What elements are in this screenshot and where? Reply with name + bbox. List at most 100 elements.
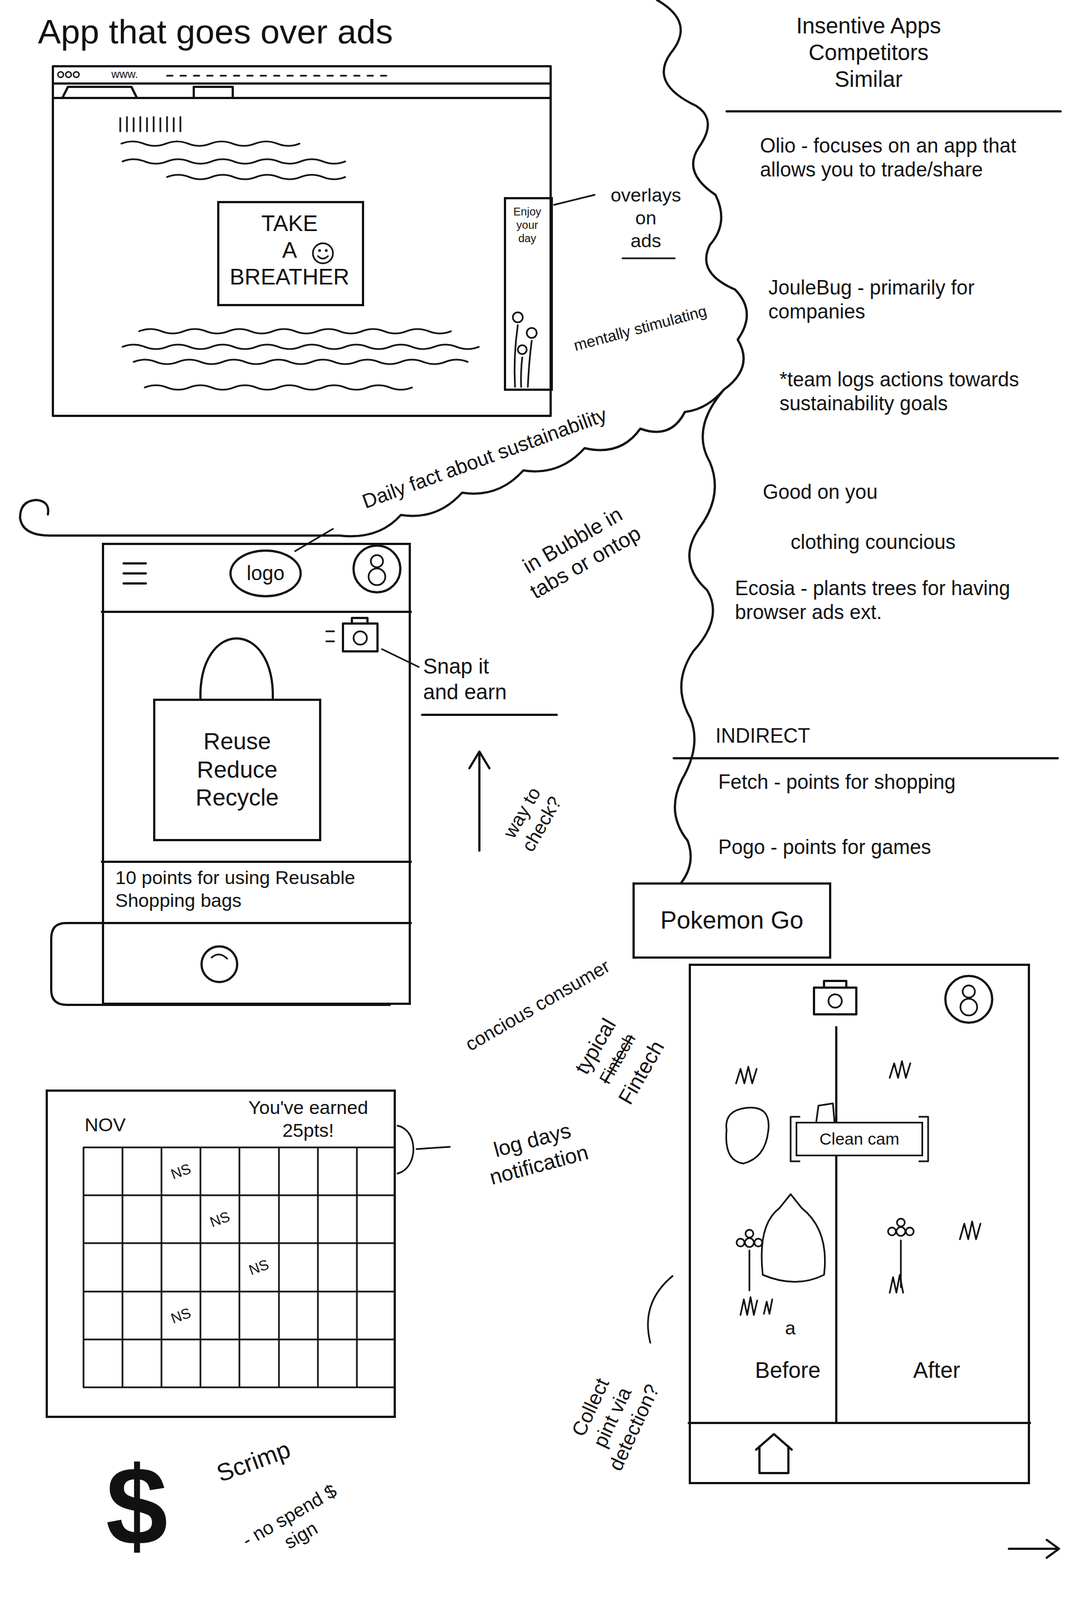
- camera-marks: [326, 631, 335, 642]
- callout-bracket: [397, 1125, 450, 1174]
- node-text: Before: [754, 1356, 833, 1384]
- shutter-button: [201, 946, 238, 983]
- node-text: logo: [236, 561, 296, 586]
- section-rule: [673, 757, 1058, 760]
- note-text: INDIRECT: [715, 723, 883, 748]
- node-text: After: [913, 1356, 992, 1384]
- note-text: in Bubble in tabs or ontop: [503, 493, 655, 610]
- camera-icon: [342, 618, 378, 652]
- nav-rule: [688, 1421, 1031, 1425]
- node-text: TAKE A BREATHER: [219, 209, 360, 291]
- note-text: NS: [168, 1160, 194, 1184]
- reference-box: Pokemon Go: [632, 882, 832, 959]
- flower-head: [736, 1229, 763, 1248]
- note-text: way to check?: [493, 775, 570, 861]
- node-text: You've earned 25pts!: [231, 1096, 385, 1142]
- note-text: Scrimp: [212, 1434, 295, 1489]
- scribble-ticks: [120, 116, 181, 132]
- note-text: NS: [168, 1304, 194, 1328]
- divider-squiggle: [674, 389, 724, 883]
- underline: [422, 713, 557, 717]
- card-rule: [101, 860, 411, 863]
- profile-head: [370, 555, 384, 568]
- underline: [622, 257, 675, 260]
- phone-screen: 10 points for using Reusable Shopping ba…: [101, 542, 411, 1005]
- note-text: a: [785, 1316, 796, 1340]
- note-text: $: [105, 1439, 168, 1573]
- menu-icon: [123, 563, 146, 584]
- next-arrow: [1008, 1540, 1059, 1558]
- window-dots: [57, 71, 80, 78]
- note-text: Fetch - points for shopping: [718, 770, 986, 794]
- note-text: www.: [111, 67, 162, 81]
- note-text: Snap it and earn: [423, 654, 521, 705]
- note-text: JouleBug - primarily for companies: [768, 275, 1058, 324]
- leader-line: [648, 1276, 673, 1343]
- side-banner: Enjoy your day: [503, 197, 553, 391]
- smiley-eye: [318, 249, 322, 253]
- tote-bag: Reuse Reduce Recycle: [153, 698, 322, 842]
- camera-lens: [828, 994, 842, 1008]
- heading-underline: [726, 110, 1061, 113]
- note-text: Collect pint via detection?: [558, 1357, 666, 1477]
- browser-bars: [52, 83, 551, 98]
- calendar-grid: [83, 1147, 394, 1388]
- note-text: Ecosia - plants trees for having browser…: [734, 576, 1047, 625]
- note-text: Olio - focuses on an app that allows you…: [759, 133, 1050, 182]
- page-scribble: [121, 141, 479, 390]
- up-arrow: [469, 751, 490, 851]
- smiley-eye: [325, 249, 328, 253]
- note-text: NS: [246, 1256, 272, 1280]
- note-text: Insentive Apps Competitors Similar: [773, 12, 964, 93]
- node-text: Clean cam: [801, 1129, 918, 1150]
- flower-head: [888, 1218, 914, 1237]
- bag-handle: [200, 638, 273, 700]
- note-text: mentally stimulating: [571, 301, 709, 356]
- smiley-mouth: [317, 256, 328, 259]
- url-dashes: [167, 75, 390, 77]
- profile-icon: [353, 545, 401, 593]
- leader-line: [553, 194, 595, 205]
- node-text: Enjoy your day: [506, 204, 549, 245]
- litter: [726, 1107, 769, 1165]
- note-text: Pogo - points for games: [718, 835, 1053, 860]
- node-text: 10 points for using Reusable Shopping ba…: [115, 866, 394, 912]
- profile-head: [962, 985, 975, 998]
- note-text: - no spend $ sign: [235, 1477, 355, 1573]
- note-text: *team logs actions towards sustainabilit…: [779, 367, 1047, 416]
- sketch-title: App that goes over ads: [37, 11, 394, 53]
- note-text: overlays on ads: [598, 183, 694, 252]
- profile-icon: [945, 976, 993, 1023]
- leader-line: [381, 649, 419, 668]
- detect-bracket: [790, 1116, 929, 1162]
- logo-circle: logo: [229, 549, 302, 598]
- camera-lens: [353, 631, 367, 645]
- node-text: Reuse Reduce Recycle: [159, 727, 315, 812]
- note-text: NS: [207, 1208, 233, 1232]
- grass: [736, 1066, 773, 1316]
- profile-body: [368, 568, 386, 586]
- note-text: log days notification: [459, 1109, 613, 1196]
- split-divider: [835, 1027, 838, 1424]
- trash-bag: [761, 1194, 826, 1283]
- bottom-panel: [51, 923, 411, 1005]
- ad-overlay-box: TAKE A BREATHER: [217, 200, 365, 307]
- grass: [889, 1061, 981, 1293]
- flower-stem: [900, 1240, 902, 1288]
- camera-icon: [813, 981, 857, 1015]
- button-mark: [211, 954, 228, 959]
- home-icon: [756, 1434, 792, 1474]
- detection-box: Clean cam: [795, 1121, 924, 1157]
- profile-body: [960, 998, 978, 1016]
- top-bar-rule: [101, 610, 411, 614]
- node-text: Pokemon Go: [639, 905, 825, 936]
- flower-stems: [514, 325, 532, 387]
- flower-stem: [748, 1250, 751, 1291]
- leader-line: [295, 528, 333, 552]
- browser-tabs: [62, 86, 233, 98]
- note-text: clothing councious: [790, 530, 1058, 554]
- browser-frame: [52, 66, 551, 416]
- calendar-card: NOVYou've earned 25pts!: [45, 1089, 396, 1419]
- smiley-face: [312, 243, 333, 264]
